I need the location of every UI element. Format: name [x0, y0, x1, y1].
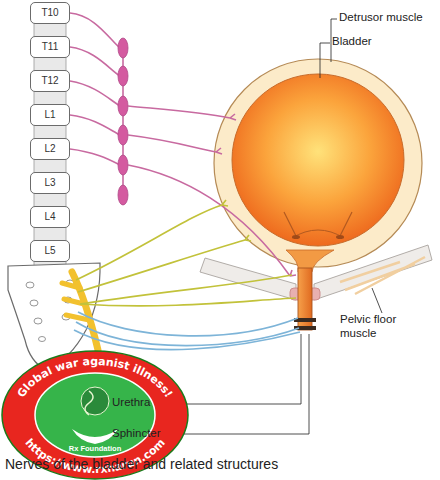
nerve-line: [70, 81, 120, 106]
nerve-line: [76, 205, 222, 280]
nerve-line: [80, 298, 296, 306]
parasympathetic-nerves: [76, 200, 296, 306]
nerve-line: [76, 322, 299, 346]
leader-line: [320, 43, 330, 78]
disc: [34, 23, 66, 37]
sacral-foramen: [30, 300, 38, 306]
watermark-text: Rx Foundation: [50, 445, 140, 453]
nerve-line: [70, 47, 120, 76]
ganglion: [118, 125, 128, 145]
vertebra-body: L1: [30, 104, 70, 126]
ureteric-opening: [292, 235, 300, 239]
vertebra-body: L4: [30, 206, 70, 228]
disc: [34, 57, 66, 71]
ganglion: [118, 66, 128, 86]
ganglion: [118, 185, 128, 205]
bladder: [214, 59, 422, 272]
part-label: Bladder: [332, 35, 432, 49]
part-label: Pelvic floor muscle: [340, 313, 412, 341]
nerve-line: [70, 115, 120, 135]
vertebra-body: L3: [30, 172, 70, 194]
ureter: [284, 212, 352, 236]
vertebra-label: L2: [44, 144, 55, 154]
nerve-ending: [216, 148, 222, 154]
somatic-nerves: [74, 312, 300, 350]
vertebra-label: T11: [42, 42, 59, 52]
ganglion: [118, 155, 128, 175]
vertebra-label: L5: [44, 246, 55, 256]
vertebra-label: L4: [44, 212, 55, 222]
bladder-lumen: [232, 74, 404, 246]
leader-line: [168, 334, 309, 434]
bladder-wall: [214, 59, 422, 267]
nerve-line: [128, 106, 230, 118]
nerve-ending: [230, 114, 236, 120]
disc: [34, 159, 66, 173]
part-label: Urethra: [112, 396, 192, 410]
vertebra-body: T12: [30, 70, 70, 92]
logo-swirl: [85, 391, 93, 415]
sacral-foramen: [34, 318, 42, 324]
urethra: [294, 268, 316, 330]
disc: [34, 91, 66, 105]
vertebra-body: L2: [30, 138, 70, 160]
figure-caption: Nerves of the bladder and related struct…: [5, 456, 278, 473]
sympathetic-chain: [122, 40, 124, 205]
disc: [34, 193, 66, 207]
nerve-line: [70, 13, 120, 48]
vertebra-label: T10: [41, 8, 58, 18]
pelvic-floor-band: [314, 245, 432, 300]
vertebra-label: L3: [44, 178, 55, 188]
vertebra-label: L1: [44, 110, 55, 120]
ganglion: [118, 38, 128, 58]
disc: [34, 227, 66, 241]
vertebra-label: T12: [41, 76, 58, 86]
trigone: [292, 230, 344, 238]
leader-lines: [158, 19, 382, 434]
nerve-line: [78, 240, 245, 292]
sacral-foramen: [39, 337, 46, 342]
part-label: Detrusor muscle: [339, 11, 439, 25]
sacral-foramen: [26, 282, 34, 288]
leader-line: [372, 288, 382, 313]
ganglion: [118, 96, 128, 116]
disc: [34, 125, 66, 139]
nerve-line: [128, 165, 290, 276]
nerve-root: [62, 283, 80, 288]
logo-hand: [72, 429, 118, 444]
vertebra-body: T10: [30, 2, 70, 24]
badge-center: [35, 373, 155, 457]
pelvic-floor: [200, 245, 432, 300]
ganglia: [118, 38, 128, 205]
ureteric-opening: [336, 235, 344, 239]
nerve-ending: [245, 235, 251, 241]
vertebra-body: T11: [30, 36, 70, 58]
watermark-text: Global war aganist illness!: [15, 355, 175, 400]
logo-emblem: [81, 387, 109, 415]
part-label: Sphincter: [112, 427, 192, 441]
nerve-line: [128, 135, 216, 152]
nerve-line: [78, 312, 298, 336]
sympathetic-nerves: [70, 13, 123, 205]
vertebra-body: L5: [30, 240, 70, 262]
nerve-ending: [222, 200, 228, 206]
muscle-fibres: [340, 257, 425, 294]
nerve-line: [74, 330, 300, 350]
nerve-line: [70, 149, 120, 165]
